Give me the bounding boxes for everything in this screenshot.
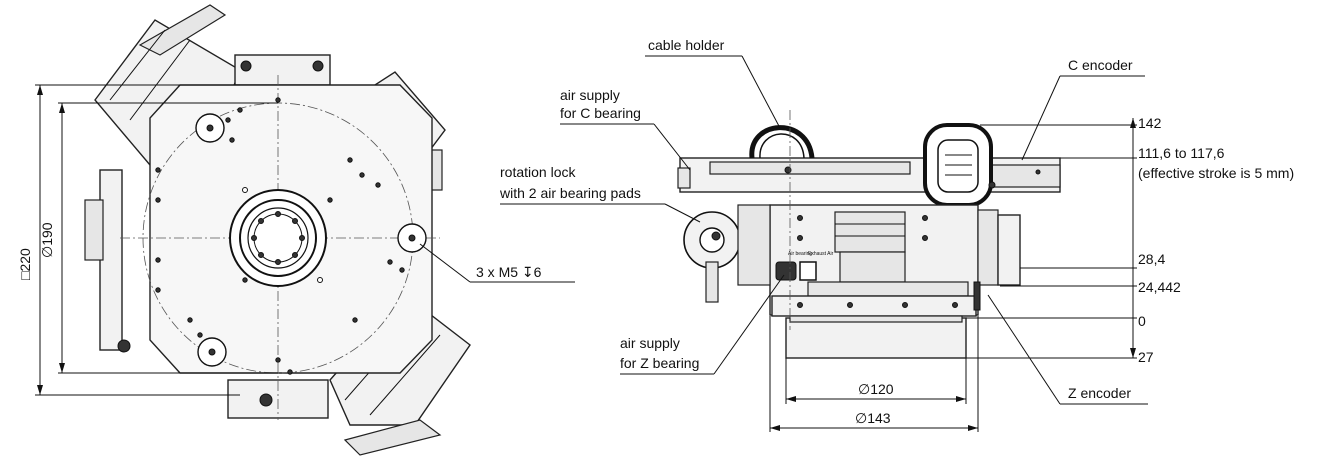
callout-cable-holder: cable holder [645, 37, 781, 129]
central-hub [229, 189, 327, 287]
dim-d120-text: ∅120 [858, 381, 894, 397]
c-encoder-part [923, 123, 996, 207]
port-label-exhaust: Exhaust Air [808, 251, 834, 257]
callout-rotation-lock: rotation lock with 2 air bearing pads [499, 164, 701, 223]
height-142: 142 [1138, 115, 1162, 131]
air-fittings [775, 261, 817, 281]
dim-square-220: □220 [17, 84, 240, 396]
dim-diameter-190: ∅190 [39, 102, 278, 374]
dim-d143-text: ∅143 [855, 410, 891, 426]
height-0: 0 [1138, 313, 1146, 329]
stroke-note: (effective stroke is 5 mm) [1138, 165, 1294, 181]
rotation-lock-line2: with 2 air bearing pads [499, 185, 641, 201]
callout-air-supply-c: air supply for C bearing [560, 87, 691, 171]
side-block-left [84, 169, 131, 353]
z-encoder-label: Z encoder [1068, 385, 1131, 401]
callout-c-encoder: C encoder [1021, 57, 1145, 161]
dim-d120: ∅120 [785, 358, 967, 404]
port-label-bearing: Air bearing [788, 251, 812, 257]
height-111: 111,6 to 117,6 [1138, 145, 1225, 161]
dim-d143: ∅143 [769, 316, 979, 432]
rotation-lock-part [683, 204, 771, 303]
dim-diameter-190-text: ∅190 [39, 222, 55, 258]
c-encoder-label: C encoder [1068, 57, 1133, 73]
height-28: 28,4 [1138, 251, 1165, 267]
thread-holes [195, 113, 427, 367]
height-dimension: 142 111,6 to 117,6 (effective stroke is … [966, 115, 1294, 365]
height-27: 27 [1138, 349, 1154, 365]
callout-air-supply-z: air supply for Z bearing [620, 274, 785, 375]
cable-holder-label: cable holder [648, 37, 725, 53]
air-supply-z-line2: for Z bearing [620, 355, 699, 371]
z-encoder-part [973, 209, 1021, 311]
dim-square-220-text: □220 [17, 248, 33, 280]
thread-note-text: 3 x M5 ↧6 [476, 264, 542, 280]
air-supply-z-line1: air supply [620, 335, 680, 351]
air-supply-c-line1: air supply [560, 87, 620, 103]
cable-holder-part [749, 125, 815, 159]
thread-callout: 3 x M5 ↧6 [419, 243, 575, 283]
right-side-view: Air bearing Exhaust Air [499, 37, 1294, 432]
small-holes [155, 97, 405, 375]
height-24: 24,442 [1138, 279, 1181, 295]
left-top-view: □220 ∅190 3 x M5 ↧6 [17, 4, 575, 456]
air-supply-c-line2: for C bearing [560, 105, 641, 121]
rotation-lock-line1: rotation lock [500, 164, 576, 180]
top-tab [234, 54, 331, 86]
callout-z-encoder: Z encoder [987, 294, 1148, 405]
